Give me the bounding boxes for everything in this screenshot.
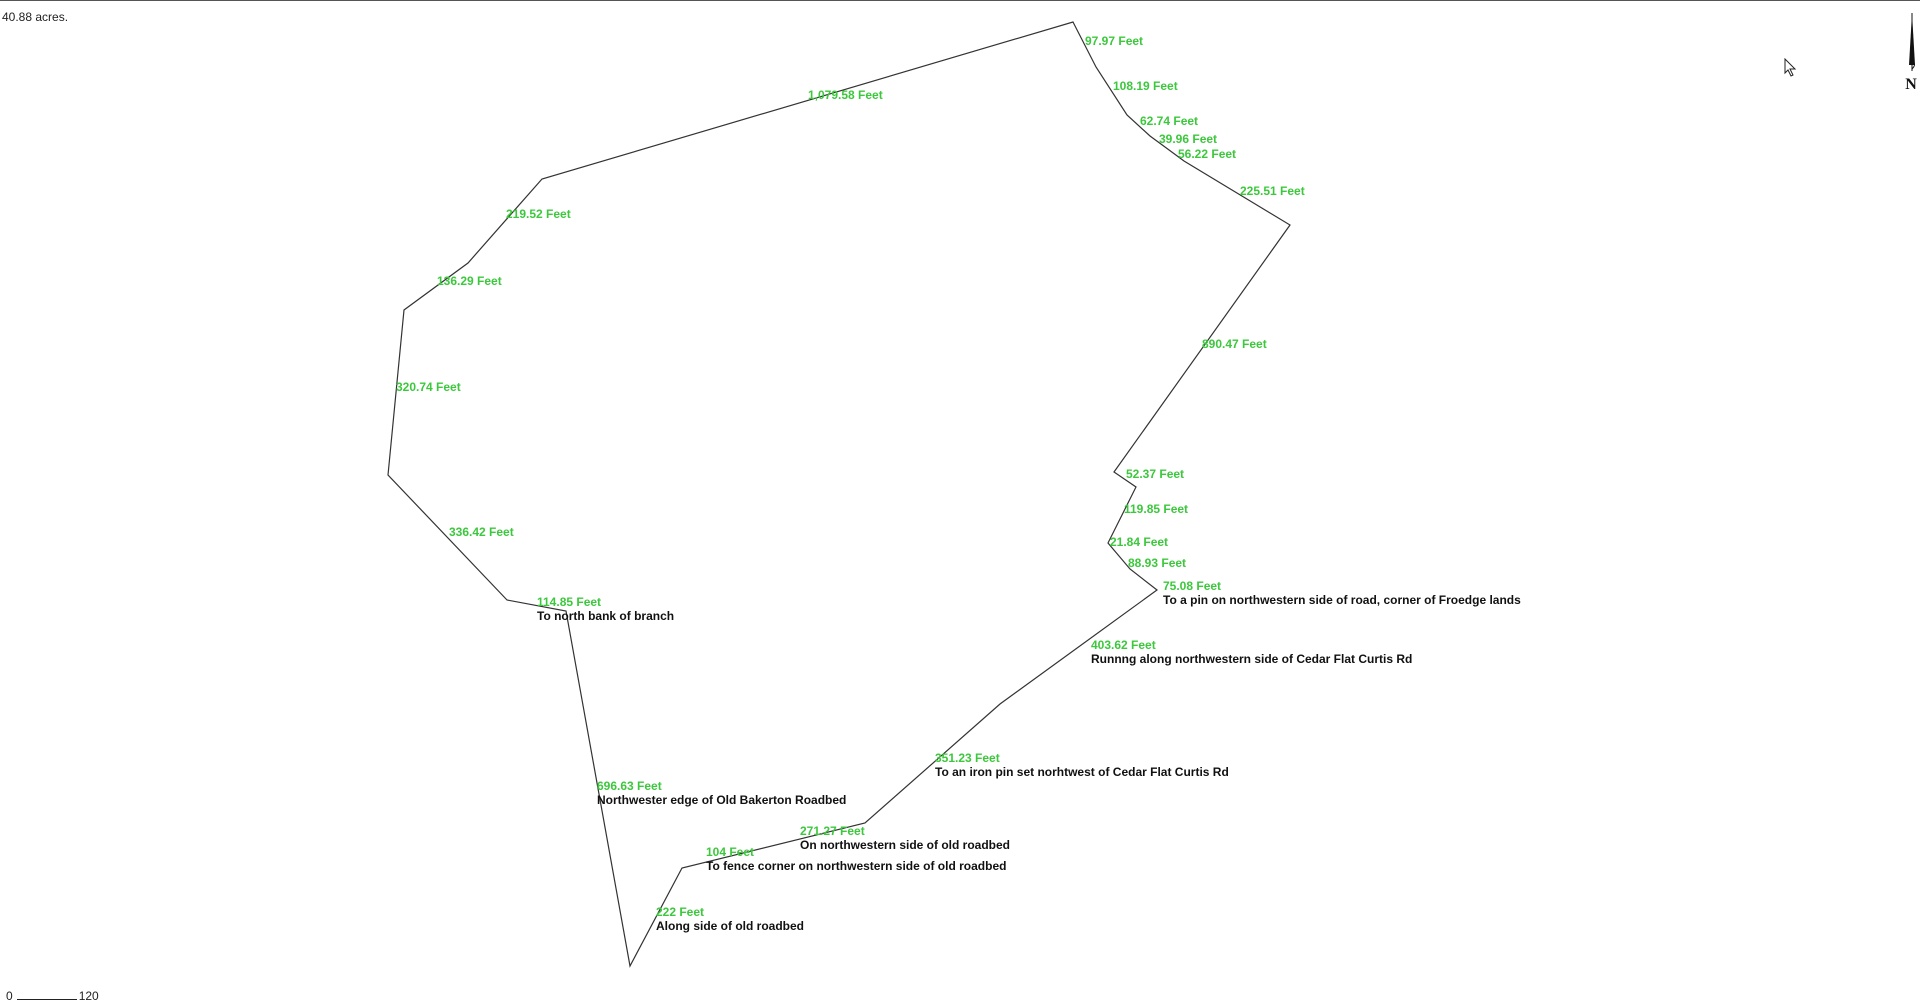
segment-distance-label: 119.85 Feet <box>1124 502 1188 516</box>
north-label: N <box>1905 76 1917 93</box>
segment-distance-label: 219.52 Feet <box>506 207 571 221</box>
segment-distance-label: 56.22 Feet <box>1178 147 1236 161</box>
segment-distance-label: 104 Feet <box>706 845 754 859</box>
segment-distance-label: 225.51 Feet <box>1240 184 1305 198</box>
segment-description-label: To north bank of branch <box>537 609 674 623</box>
segment-distance-label: 75.08 Feet <box>1163 579 1221 593</box>
segment-description-label: To fence corner on northwestern side of … <box>706 859 1006 873</box>
segment-distance-label: 320.74 Feet <box>396 380 461 394</box>
segment-distance-label: 52.37 Feet <box>1126 467 1184 481</box>
segment-distance-label: 351.23 Feet <box>935 751 1000 765</box>
segment-distance-label: 108.19 Feet <box>1113 79 1178 93</box>
mouse-pointer-icon <box>1784 58 1797 77</box>
scale-bar-graphic <box>16 993 77 1000</box>
area-label: 40.88 acres. <box>2 10 69 24</box>
segment-distance-label: 114.85 Feet <box>537 595 601 609</box>
segment-distance-label: 1,079.58 Feet <box>808 88 883 102</box>
segment-distance-label: 88.93 Feet <box>1128 556 1186 570</box>
segment-distance-label: 890.47 Feet <box>1202 337 1267 351</box>
segment-description-label: To an iron pin set norhtwest of Cedar Fl… <box>935 765 1229 779</box>
segment-description-label: Northwester edge of Old Bakerton Roadbed <box>597 793 846 807</box>
segment-distance-label: 62.74 Feet <box>1140 114 1198 128</box>
segment-description-label: Along side of old roadbed <box>656 919 804 933</box>
segment-description-label: Runnng along northwestern side of Cedar … <box>1091 652 1412 666</box>
segment-distance-label: 222 Feet <box>656 905 704 919</box>
property-boundary <box>387 21 1291 968</box>
segment-distance-label: 136.29 Feet <box>437 274 502 288</box>
segment-distance-label: 271.27 Feet <box>800 824 865 838</box>
segment-description-label: To a pin on northwestern side of road, c… <box>1163 593 1521 607</box>
segment-distance-label: 403.62 Feet <box>1091 638 1156 652</box>
segment-distance-label: 21.84 Feet <box>1110 535 1168 549</box>
scale-bar: 0 120 <box>6 989 99 1003</box>
segment-distance-label: 696.63 Feet <box>597 779 662 793</box>
scale-end-label: 120 <box>78 989 99 1003</box>
scale-start-label: 0 <box>6 989 13 1003</box>
segment-description-label: On northwestern side of old roadbed <box>800 838 1010 852</box>
segment-labels: 1,079.58 Feet 97.97 Feet 108.19 Feet 62.74 … <box>396 34 1521 933</box>
north-arrow-icon: N <box>1905 13 1917 93</box>
segment-distance-label: 39.96 Feet <box>1159 132 1217 146</box>
segment-distance-label: 336.42 Feet <box>449 525 514 539</box>
segment-distance-label: 97.97 Feet <box>1085 34 1143 48</box>
